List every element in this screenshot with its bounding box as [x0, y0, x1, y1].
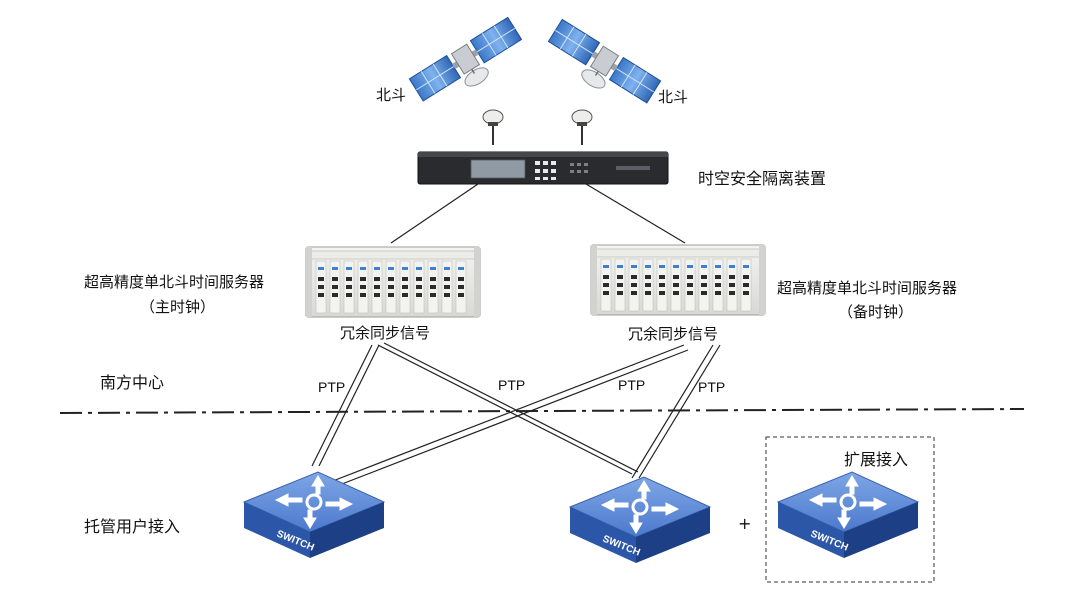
server-primary-sync: 冗余同步信号 — [340, 324, 431, 342]
server-backup-role: （备时钟） — [838, 303, 914, 321]
server-backup — [590, 244, 766, 316]
server-primary — [305, 246, 481, 318]
satellite-left-label: 北斗 — [376, 86, 407, 104]
ptp-label-4: PTP — [698, 379, 726, 395]
server-primary-name: 超高精度单北斗时间服务器 — [84, 273, 265, 291]
ptp-links — [311, 342, 721, 490]
ptp-label-3: PTP — [618, 377, 646, 393]
isolation-device — [417, 151, 669, 185]
isolation-device-label: 时空安全隔离装置 — [698, 169, 827, 188]
device-link-left — [390, 183, 479, 244]
switch-expansion: SWITCH — [776, 470, 920, 560]
expansion-label: 扩展接入 — [844, 450, 909, 469]
satellite-left-icon — [408, 16, 531, 115]
zone-boundary-line — [59, 408, 1025, 414]
ptp-label-1: PTP — [318, 379, 346, 395]
satellite-right-label: 北斗 — [658, 88, 689, 106]
switch-center: SWITCH — [568, 475, 712, 565]
expansion-box — [765, 436, 935, 583]
plus-sign: + — [738, 514, 752, 533]
server-backup-sync: 冗余同步信号 — [628, 325, 719, 343]
server-primary-role: （主时钟） — [140, 298, 216, 316]
zone-south-center-label: 南方中心 — [100, 373, 165, 392]
device-link-right — [585, 183, 686, 244]
server-backup-name: 超高精度单北斗时间服务器 — [777, 279, 958, 297]
gps-antenna-left-icon — [482, 109, 504, 146]
gps-antenna-right-icon — [571, 109, 593, 146]
switch-left: SWITCH — [242, 470, 386, 560]
ptp-label-2: PTP — [498, 377, 526, 393]
zone-hosted-access-label: 托管用户接入 — [84, 517, 181, 536]
satellite-right-icon — [539, 18, 662, 117]
